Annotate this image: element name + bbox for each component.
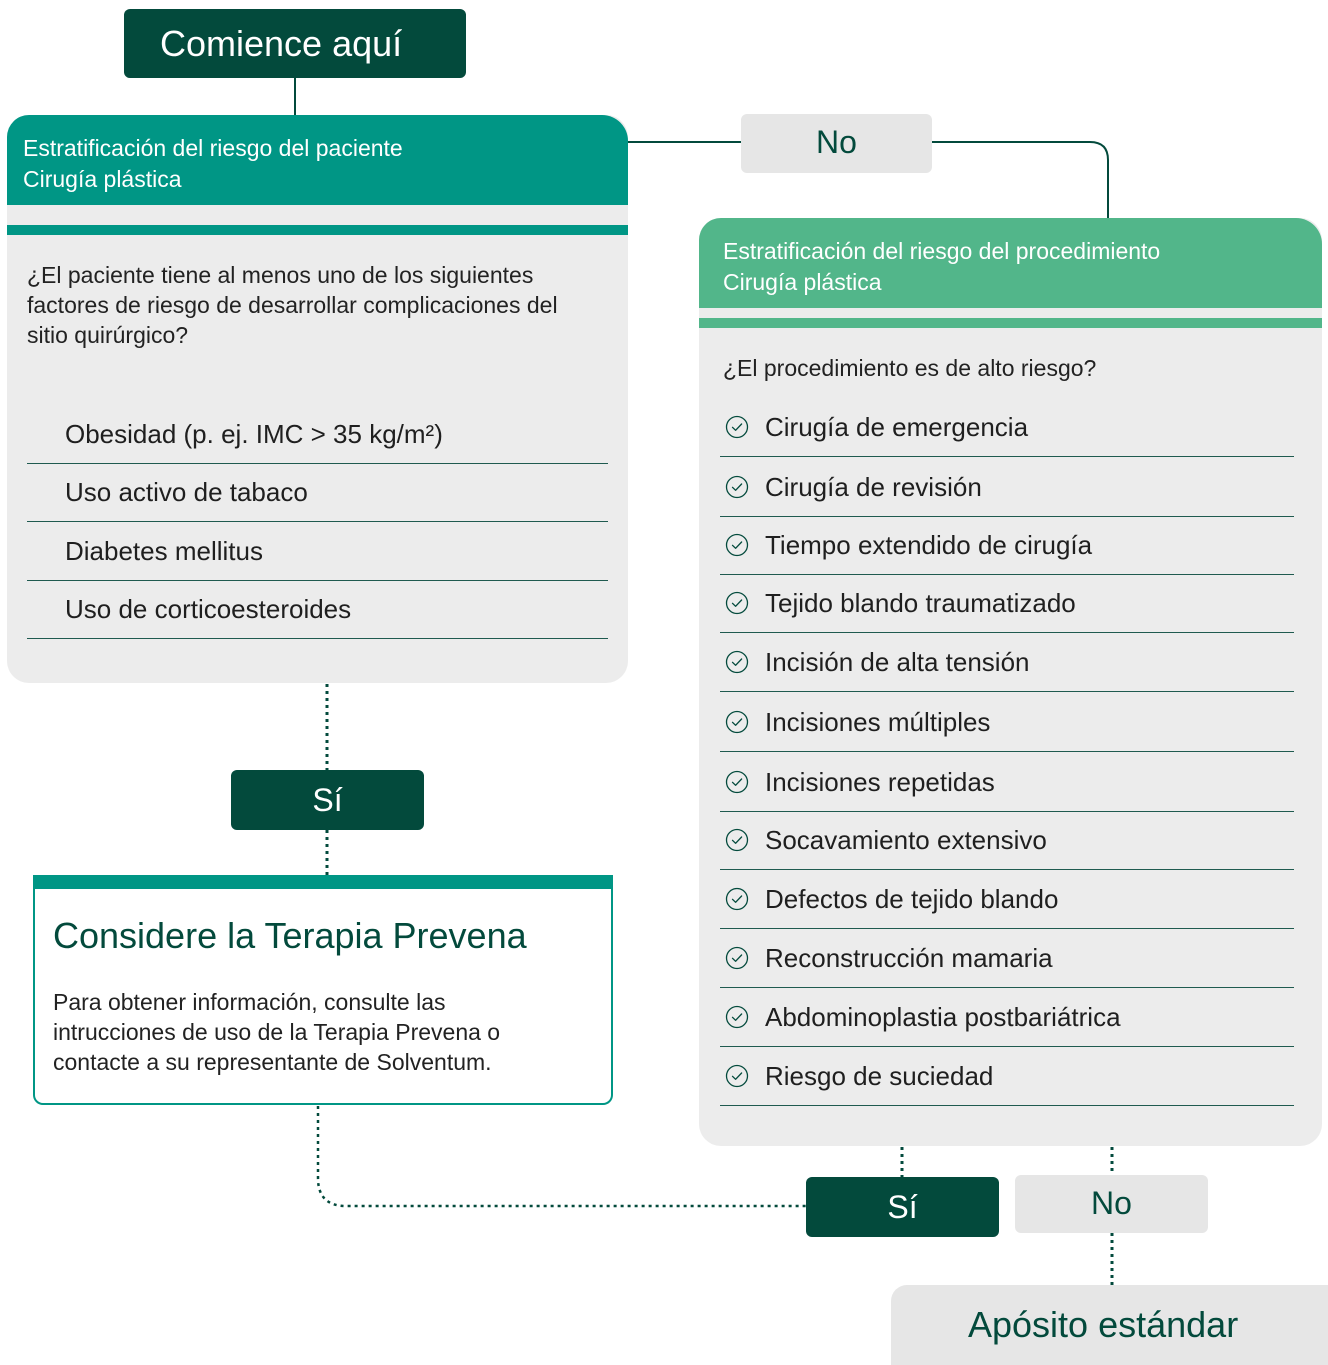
procedure-risk-label: Abdominoplastia postbariátrica (765, 1002, 1121, 1032)
procedure-risk-item: Reconstrucción mamaria (720, 929, 1294, 988)
procedure-risk-label: Riesgo de suciedad (765, 1061, 994, 1091)
procedure-risk-panel: Estratificación del riesgo del procedimi… (699, 218, 1322, 1146)
procedure-risk-item: Tejido blando traumatizado (720, 574, 1294, 633)
procedure-risk-label: Socavamiento extensivo (765, 825, 1047, 855)
procedure-panel-stripe (699, 318, 1322, 328)
procedure-risk-item: Socavamiento extensivo (720, 811, 1294, 870)
check-circle-icon (725, 946, 749, 970)
procedure-risk-label: Defectos de tejido blando (765, 884, 1059, 914)
patient-panel-header: Estratificación del riesgo del paciente … (7, 115, 628, 205)
procedure-risk-label: Tejido blando traumatizado (765, 588, 1076, 618)
check-circle-icon (725, 1064, 749, 1088)
no-pill-top: No (741, 114, 932, 173)
consider-prevena-box: Considere la Terapia Prevena Para obtene… (33, 875, 613, 1105)
procedure-risk-item: Tiempo extendido de cirugía (720, 516, 1294, 575)
patient-risk-item: Uso de corticoesteroides (27, 580, 608, 639)
procedure-risk-label: Tiempo extendido de cirugía (765, 530, 1093, 560)
procedure-risk-item: Incisiones múltiples (720, 693, 1294, 752)
patient-panel-title: Estratificación del riesgo del paciente (23, 135, 403, 161)
start-box: Comience aquí (124, 9, 466, 78)
procedure-risk-label: Incisiones múltiples (765, 707, 991, 737)
procedure-risk-label: Incisiones repetidas (765, 767, 995, 797)
procedure-risk-label: Cirugía de emergencia (765, 412, 1029, 442)
check-circle-icon (725, 415, 749, 439)
procedure-risk-item: Riesgo de suciedad (720, 1047, 1294, 1106)
standard-dressing-box: Apósito estándar (891, 1285, 1328, 1365)
patient-panel-stripe (7, 225, 628, 235)
patient-question: ¿El paciente tiene al menos uno de los s… (27, 262, 558, 348)
procedure-risk-label: Incisión de alta tensión (765, 647, 1030, 677)
check-circle-icon (725, 710, 749, 734)
procedure-risk-item: Defectos de tejido blando (720, 870, 1294, 929)
procedure-panel-subtitle: Cirugía plástica (723, 269, 882, 295)
check-circle-icon (725, 591, 749, 615)
consider-body: Para obtener información, consulte las i… (53, 989, 501, 1075)
yes-pill-procedure: Sí (806, 1177, 999, 1237)
procedure-risk-item: Incisiones repetidas (720, 753, 1294, 812)
yes-pill-patient: Sí (231, 770, 424, 830)
procedure-panel-title: Estratificación del riesgo del procedimi… (723, 238, 1161, 264)
check-circle-icon (725, 828, 749, 852)
consider-title: Considere la Terapia Prevena (53, 915, 527, 956)
check-circle-icon (725, 1005, 749, 1029)
check-circle-icon (725, 533, 749, 557)
procedure-risk-item: Incisión de alta tensión (720, 633, 1294, 692)
procedure-risk-item: Abdominoplastia postbariátrica (720, 988, 1294, 1047)
patient-risk-panel: Estratificación del riesgo del paciente … (7, 115, 628, 683)
check-circle-icon (725, 475, 749, 499)
patient-risk-item: Uso activo de tabaco (27, 463, 608, 522)
procedure-panel-header: Estratificación del riesgo del procedimi… (699, 218, 1322, 308)
procedure-risk-item: Cirugía de revisión (720, 458, 1294, 517)
patient-risk-item: Diabetes mellitus (27, 522, 608, 581)
check-circle-icon (725, 770, 749, 794)
procedure-risk-label: Reconstrucción mamaria (765, 943, 1053, 973)
patient-risk-item: Obesidad (p. ej. IMC > 35 kg/m²) (27, 405, 608, 464)
check-circle-icon (725, 650, 749, 674)
procedure-question: ¿El procedimiento es de alto riesgo? (723, 355, 1097, 381)
procedure-risk-item: Cirugía de emergencia (720, 398, 1294, 457)
check-circle-icon (725, 887, 749, 911)
patient-panel-subtitle: Cirugía plástica (23, 166, 182, 192)
procedure-risk-label: Cirugía de revisión (765, 472, 982, 502)
no-pill-procedure: No (1015, 1175, 1208, 1233)
